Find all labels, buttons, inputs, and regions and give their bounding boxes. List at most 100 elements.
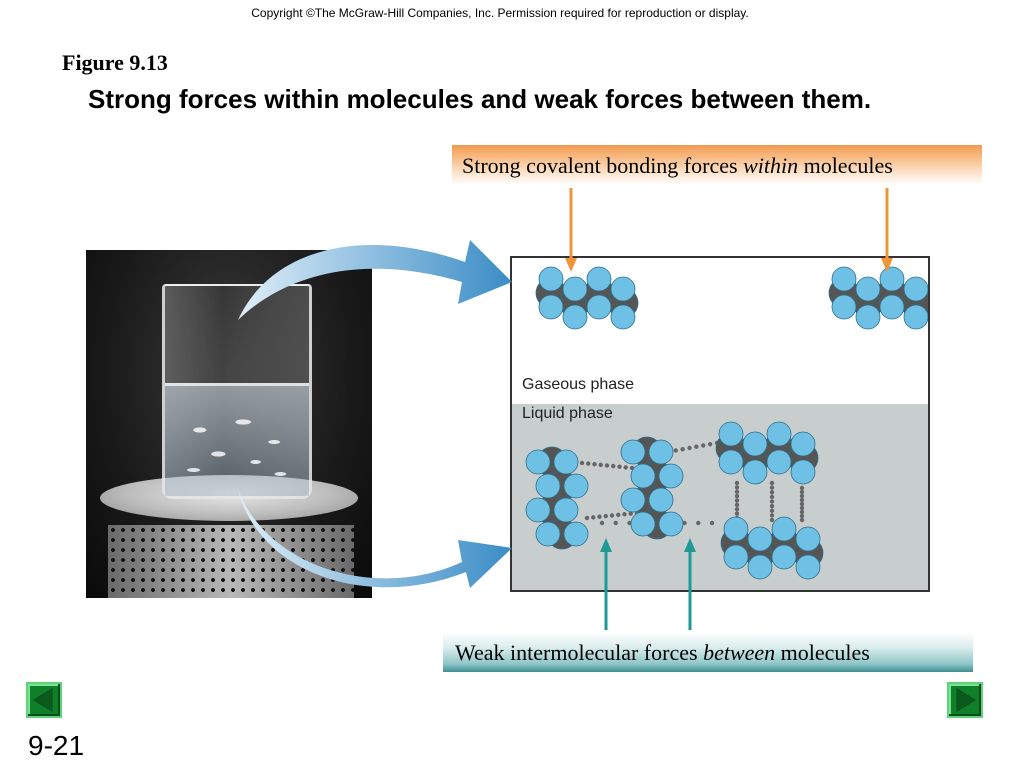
hydrogen-atom bbox=[562, 304, 588, 330]
intermolecular-dot bbox=[799, 497, 805, 503]
hydrogen-atom bbox=[747, 526, 773, 552]
intermolecular-dot bbox=[682, 520, 687, 526]
hydrogen-atom bbox=[586, 294, 612, 320]
hydrogen-atom bbox=[879, 266, 905, 292]
intermolecular-dot bbox=[799, 513, 805, 519]
hydrogen-atom bbox=[742, 431, 768, 457]
callout-bottom-suffix: molecules bbox=[775, 640, 870, 665]
intermolecular-dot bbox=[586, 461, 591, 466]
callout-covalent-bonding: Strong covalent bonding forces within mo… bbox=[452, 145, 982, 185]
intermolecular-dot bbox=[799, 493, 805, 499]
intermolecular-dot bbox=[734, 493, 740, 499]
hydrogen-atom bbox=[766, 421, 792, 447]
callout-intermolecular-forces: Weak intermolecular forces between molec… bbox=[443, 632, 973, 672]
hydrogen-atom bbox=[855, 304, 881, 330]
intermolecular-dot bbox=[799, 489, 805, 495]
intermolecular-dot bbox=[628, 511, 633, 516]
intermolecular-dot bbox=[734, 489, 740, 494]
intermolecular-dot bbox=[769, 485, 775, 490]
hydrogen-atom bbox=[903, 304, 928, 330]
hydrogen-atom bbox=[771, 544, 797, 570]
intermolecular-dot bbox=[734, 511, 740, 516]
hydrogen-atom bbox=[648, 487, 674, 513]
hotplate-base bbox=[108, 525, 354, 598]
intermolecular-dot bbox=[584, 515, 590, 521]
intermolecular-dot bbox=[696, 520, 701, 526]
orange-arrowhead-left bbox=[565, 258, 577, 272]
intermolecular-dot bbox=[622, 512, 627, 517]
blue-curved-arrow-top bbox=[238, 240, 512, 320]
intermolecular-dot bbox=[769, 499, 775, 504]
intermolecular-dot bbox=[769, 494, 775, 500]
teal-arrowhead-right bbox=[684, 538, 696, 552]
orange-arrowhead-right bbox=[881, 258, 893, 272]
liquid-phase-label: Liquid phase bbox=[522, 405, 613, 422]
intermolecular-dot bbox=[592, 462, 597, 467]
hydrogen-atom bbox=[630, 463, 656, 489]
hydrogen-atom bbox=[563, 521, 589, 547]
intermolecular-dot bbox=[799, 485, 805, 491]
hydrogen-atom bbox=[586, 266, 612, 292]
intermolecular-dot bbox=[734, 485, 740, 490]
callout-top-emphasis: within bbox=[743, 153, 799, 178]
intermolecular-dot bbox=[616, 512, 621, 518]
beaker-glass bbox=[162, 284, 312, 499]
intermolecular-dot bbox=[617, 464, 622, 469]
intermolecular-dot bbox=[609, 513, 615, 518]
hydrogen-atom bbox=[795, 526, 821, 552]
hydrogen-atom bbox=[855, 276, 881, 302]
intermolecular-dot bbox=[579, 460, 585, 466]
hydrogen-atom bbox=[658, 463, 684, 489]
callout-top-suffix: molecules bbox=[798, 153, 893, 178]
intermolecular-dot bbox=[734, 502, 740, 508]
boiling-bubbles bbox=[175, 406, 299, 486]
hydrogen-atom bbox=[620, 439, 646, 465]
intermolecular-dot bbox=[769, 508, 775, 513]
intermolecular-dot bbox=[769, 513, 775, 518]
hydrogen-atom bbox=[658, 511, 684, 537]
intermolecular-dot bbox=[769, 490, 775, 495]
hydrogen-atom bbox=[553, 449, 579, 475]
intermolecular-dot bbox=[680, 447, 685, 452]
hydrogen-atom bbox=[535, 521, 561, 547]
previous-slide-button[interactable] bbox=[26, 682, 62, 718]
hydrogen-atom bbox=[831, 294, 857, 320]
figure-title: Strong forces within molecules and weak … bbox=[88, 84, 872, 114]
hydrogen-atom bbox=[771, 516, 797, 542]
intermolecular-dot bbox=[709, 520, 715, 526]
hydrogen-atom bbox=[538, 294, 564, 320]
figure-label: Figure 9.13 bbox=[62, 50, 168, 75]
next-slide-button[interactable] bbox=[947, 682, 983, 718]
intermolecular-dot bbox=[687, 445, 692, 451]
hydrogen-atom bbox=[723, 544, 749, 570]
triangle-right-icon bbox=[956, 688, 976, 712]
hydrogen-atom bbox=[562, 276, 588, 302]
hydrogen-atom bbox=[790, 431, 816, 457]
hydrogen-atom bbox=[718, 421, 744, 447]
intermolecular-dot bbox=[799, 501, 805, 507]
intermolecular-dot bbox=[769, 503, 775, 509]
intermolecular-dot bbox=[799, 517, 805, 523]
intermolecular-dot bbox=[597, 514, 602, 519]
intermolecular-dot bbox=[623, 465, 628, 470]
intermolecular-dot bbox=[701, 443, 706, 448]
hydrogen-atom bbox=[553, 497, 579, 523]
copyright-notice: Copyright ©The McGraw-Hill Companies, In… bbox=[251, 6, 749, 20]
callout-top-prefix: Strong covalent bonding forces bbox=[462, 153, 744, 178]
intermolecular-dot bbox=[694, 444, 699, 449]
hydrogen-atom bbox=[766, 449, 792, 475]
hydrogen-atom bbox=[831, 266, 857, 292]
intermolecular-dot bbox=[734, 507, 740, 512]
hydrogen-atom bbox=[610, 304, 636, 330]
intermolecular-dot bbox=[598, 462, 603, 468]
hydrogen-atom bbox=[795, 554, 821, 580]
hydrogen-atom bbox=[879, 294, 905, 320]
hydrogen-atom bbox=[903, 276, 928, 302]
teal-arrowhead-left bbox=[600, 538, 612, 552]
triangle-left-icon bbox=[33, 688, 53, 712]
intermolecular-dot bbox=[604, 463, 610, 468]
intermolecular-dot bbox=[799, 505, 805, 511]
blue-curved-arrow-bottom bbox=[238, 490, 512, 588]
beaker-photo bbox=[86, 250, 372, 598]
